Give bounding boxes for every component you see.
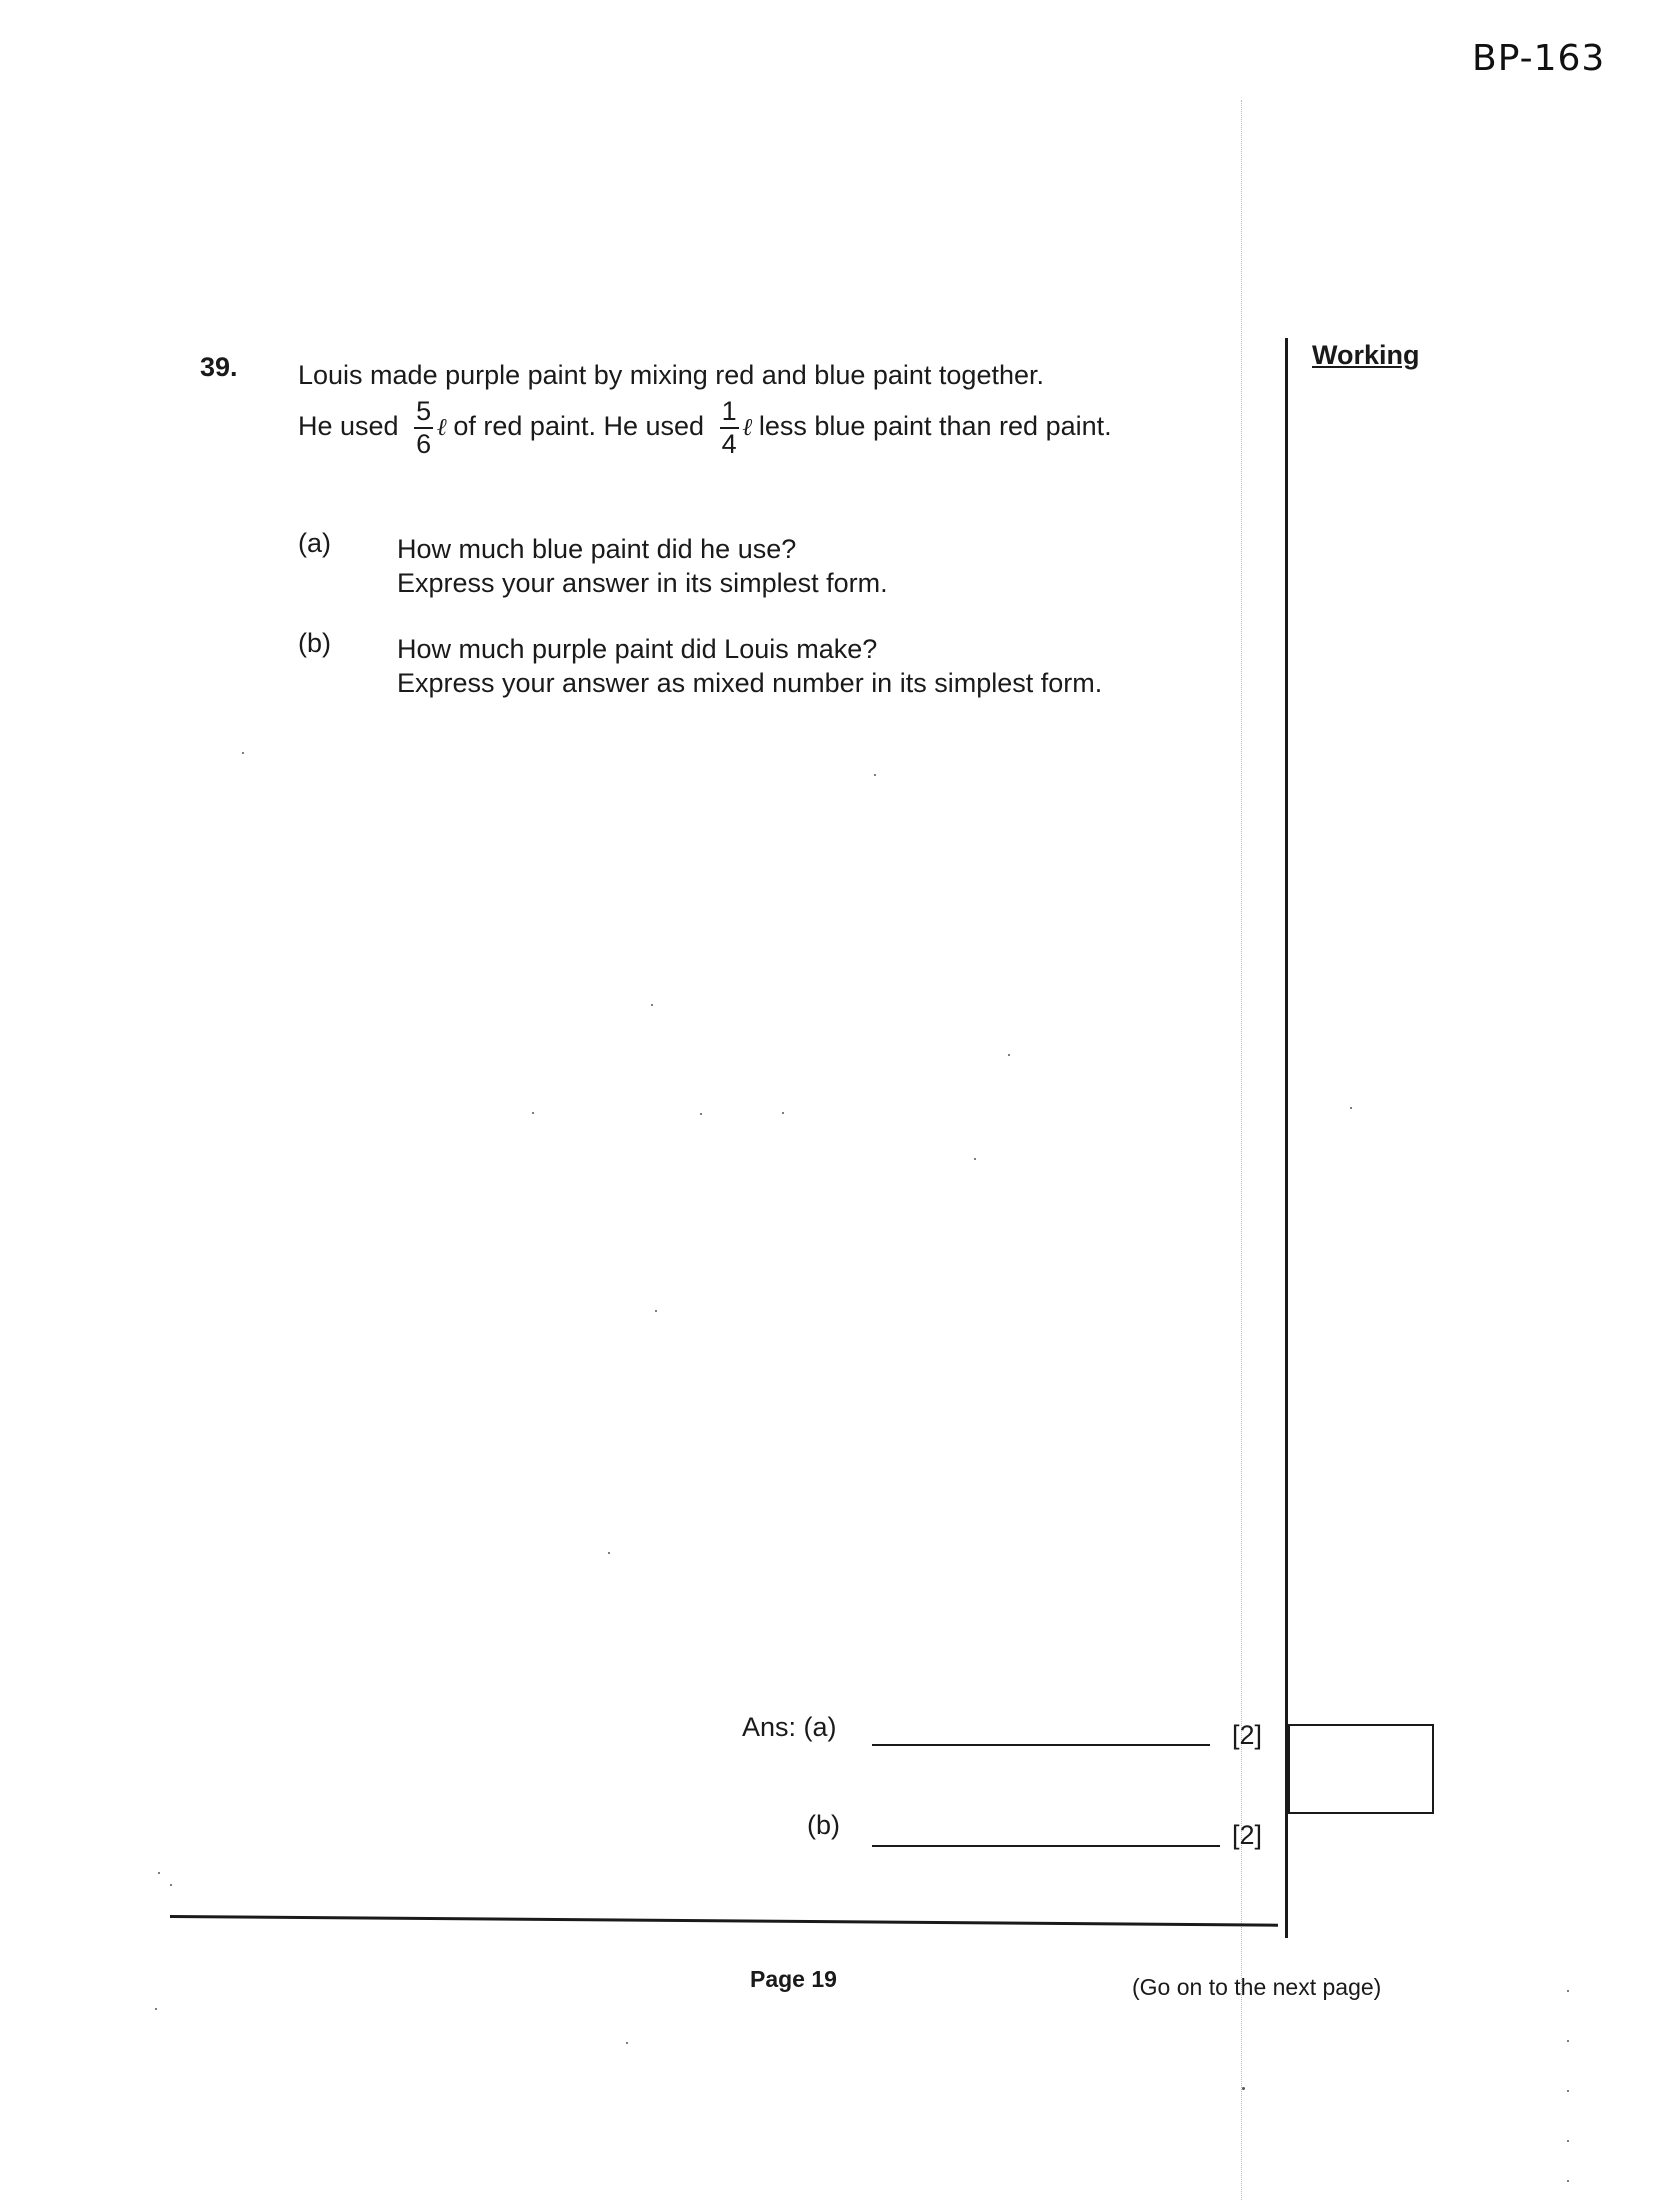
scan-speck	[874, 774, 876, 776]
scan-speck	[1008, 1054, 1010, 1056]
question-text-part-3: less blue paint than red paint.	[758, 411, 1112, 442]
continue-note: (Go on to the next page)	[1132, 1974, 1382, 2000]
answer-b-marks: [2]	[1232, 1820, 1263, 1850]
part-a-label: (a)	[298, 528, 331, 558]
scan-speck	[1242, 2087, 1245, 2090]
working-column-divider	[1285, 338, 1288, 1938]
question-text-part-2: of red paint. He used	[453, 411, 705, 442]
score-box[interactable]	[1288, 1724, 1434, 1814]
answer-b-line[interactable]	[872, 1845, 1220, 1847]
fold-line	[1241, 100, 1242, 2200]
working-label: Working	[1312, 340, 1420, 370]
scan-speck	[532, 1112, 534, 1114]
scan-speck	[242, 752, 244, 754]
fraction-one-quarter: 1 4	[719, 398, 739, 459]
scan-speck	[626, 2042, 628, 2044]
part-a-question: How much blue paint did he use?	[397, 534, 797, 564]
part-b-text: How much purple paint did Louis make? Ex…	[397, 632, 1102, 700]
fraction-numerator: 1	[719, 398, 739, 429]
scan-speck	[1567, 2140, 1569, 2142]
scan-speck	[1567, 1990, 1569, 1992]
part-b-instruction: Express your answer as mixed number in i…	[397, 668, 1103, 698]
answer-a-label: Ans: (a)	[742, 1712, 837, 1742]
scan-speck	[782, 1112, 784, 1114]
scan-speck	[1567, 2090, 1569, 2092]
part-b-label: (b)	[298, 628, 331, 658]
scan-speck	[155, 2008, 157, 2010]
scan-speck	[158, 1872, 160, 1874]
bottom-rule	[169, 1915, 1278, 1927]
page-number: Page 19	[750, 1966, 837, 1992]
document-code: BP-163	[1472, 38, 1606, 79]
question-text-part-1: He used	[298, 411, 399, 442]
scan-speck	[655, 1310, 657, 1312]
scan-speck	[700, 1113, 702, 1115]
answer-b-label: (b)	[807, 1810, 840, 1840]
question-number: 39.	[200, 352, 238, 382]
scan-speck	[170, 1884, 172, 1886]
scan-speck	[1567, 2040, 1569, 2042]
scan-speck	[974, 1158, 976, 1160]
part-a-instruction: Express your answer in its simplest form…	[397, 568, 888, 598]
fraction-five-sixths: 5 6	[414, 398, 434, 459]
scan-speck	[1567, 2180, 1569, 2182]
fraction-denominator: 4	[721, 429, 737, 459]
answer-a-marks: [2]	[1232, 1720, 1263, 1750]
scan-speck	[608, 1552, 610, 1554]
scan-speck	[651, 1004, 653, 1006]
fraction-numerator: 5	[414, 398, 434, 429]
question-text-line-1: Louis made purple paint by mixing red an…	[298, 360, 1044, 390]
litre-unit: ℓ	[742, 412, 753, 442]
scan-speck	[1350, 1107, 1352, 1109]
part-a-text: How much blue paint did he use? Express …	[397, 532, 888, 600]
fraction-denominator: 6	[416, 429, 432, 459]
litre-unit: ℓ	[437, 412, 448, 442]
answer-a-line[interactable]	[872, 1744, 1210, 1746]
part-b-question: How much purple paint did Louis make?	[397, 634, 878, 664]
